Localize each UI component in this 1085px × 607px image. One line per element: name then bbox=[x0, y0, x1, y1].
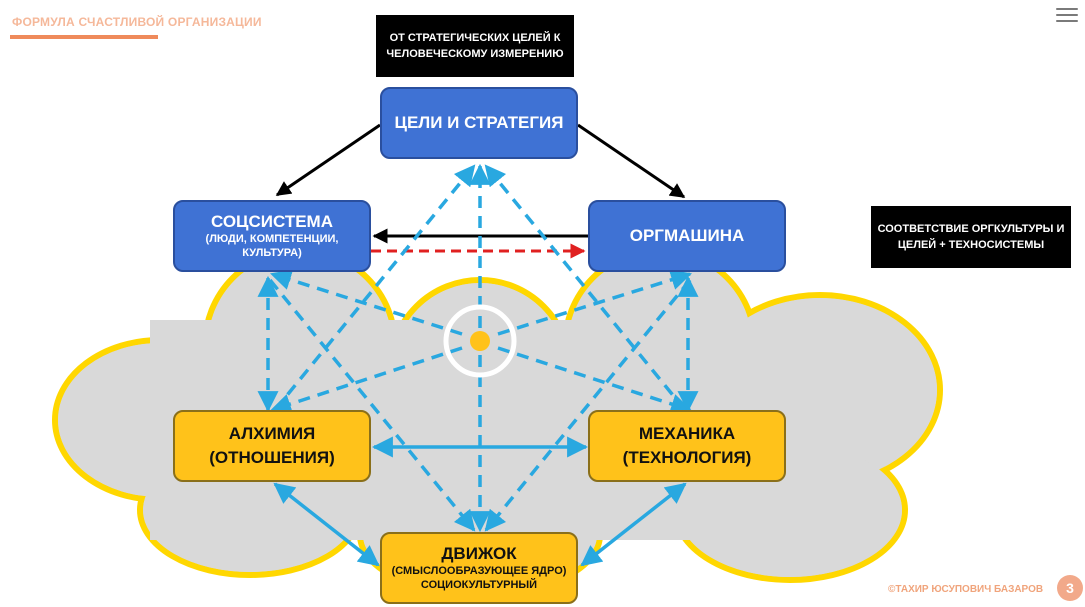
right-callout: СООТВЕТСТВИЕ ОРГКУЛЬТУРЫ И ЦЕЛЕЙ + ТЕХНО… bbox=[871, 206, 1071, 268]
dashed-arrows bbox=[257, 163, 699, 533]
mechanics-line1: МЕХАНИКА bbox=[638, 424, 736, 443]
orgmachine-title: ОРГМАШИНА bbox=[629, 226, 745, 245]
menu-icon[interactable] bbox=[1056, 8, 1078, 24]
alchemy-line2: (ОТНОШЕНИЯ) bbox=[209, 448, 335, 467]
socsystem-title: СОЦСИСТЕМА bbox=[210, 212, 333, 231]
title-underline bbox=[10, 35, 158, 39]
solid-blue-arrows bbox=[273, 436, 687, 567]
copyright-text: ©ТАХИР ЮСУПОВИЧ БАЗАРОВ bbox=[888, 584, 1044, 595]
top-callout: ОТ СТРАТЕГИЧЕСКИХ ЦЕЛЕЙ К ЧЕЛОВЕЧЕСКОМУ … bbox=[376, 15, 574, 77]
slide-title: ФОРМУЛА СЧАСТЛИВОЙ ОРГАНИЗАЦИИ bbox=[12, 15, 262, 29]
orgmachine-node: ОРГМАШИНА bbox=[588, 200, 786, 272]
alchemy-node: АЛХИМИЯ (ОТНОШЕНИЯ) bbox=[173, 410, 371, 482]
mechanics-line2: (ТЕХНОЛОГИЯ) bbox=[622, 448, 752, 467]
mechanics-node: МЕХАНИКА (ТЕХНОЛОГИЯ) bbox=[588, 410, 786, 482]
goals-strategy-title: ЦЕЛИ И СТРАТЕГИЯ bbox=[394, 113, 564, 132]
alchemy-line1: АЛХИМИЯ bbox=[228, 424, 316, 443]
page-number-badge: 3 bbox=[1057, 575, 1083, 601]
goals-strategy-node: ЦЕЛИ И СТРАТЕГИЯ bbox=[380, 87, 578, 159]
engine-subtitle: (СМЫСЛООБРАЗУЮЩЕЕ ЯДРО) СОЦИОКУЛЬТУРНЫЙ bbox=[391, 565, 567, 591]
sun-icon bbox=[443, 304, 517, 378]
engine-node: ДВИЖОК (СМЫСЛООБРАЗУЮЩЕЕ ЯДРО) СОЦИОКУЛЬ… bbox=[380, 532, 578, 604]
socsystem-node: СОЦСИСТЕМА (ЛЮДИ, КОМПЕТЕНЦИИ, КУЛЬТУРА) bbox=[173, 200, 371, 272]
engine-title: ДВИЖОК bbox=[441, 544, 517, 563]
socsystem-subtitle: (ЛЮДИ, КОМПЕТЕНЦИИ, КУЛЬТУРА) bbox=[205, 233, 339, 259]
